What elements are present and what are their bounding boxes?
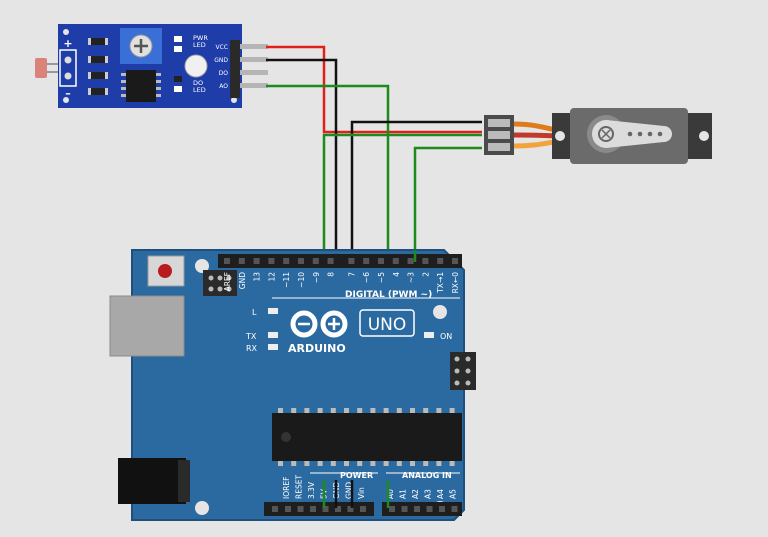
icsp-header-right (450, 352, 476, 390)
digital-pin-label: ~9 (312, 272, 321, 283)
digital-pin-label: 4 (392, 272, 401, 277)
photoresistor[interactable] (35, 58, 47, 78)
power-pin-hole[interactable] (347, 506, 354, 512)
power-pin-hole[interactable] (335, 506, 341, 512)
digital-pin-hole[interactable] (437, 258, 444, 264)
led-on-label: ON (440, 332, 452, 341)
digital-pin-hole[interactable] (363, 258, 370, 264)
power-pin-label: IOREF (282, 477, 291, 499)
sensor-pin-label-vcc: VCC (216, 44, 228, 51)
power-pin-hole[interactable] (322, 506, 329, 512)
digital-header[interactable] (218, 254, 462, 268)
sensor-led-lens (184, 54, 208, 78)
digital-pin-hole[interactable] (312, 258, 319, 264)
digital-pin-label: 12 (267, 272, 276, 282)
analog-pin-hole[interactable] (389, 506, 395, 512)
plus-sign-label: + (63, 37, 72, 50)
digital-pin-hole[interactable] (452, 258, 458, 264)
icsp-header-top (203, 270, 237, 296)
led-tx (268, 332, 278, 338)
digital-pin-hole[interactable] (348, 258, 355, 264)
digital-pin-label: ~10 (297, 272, 306, 288)
power-header[interactable] (264, 502, 374, 516)
power-pin-hole[interactable] (360, 506, 366, 512)
power-pin-hole[interactable] (285, 506, 291, 512)
digital-pin-label: AREF (223, 272, 232, 291)
analog-pin-label: A1 (399, 489, 408, 499)
digital-pin-hole[interactable] (392, 258, 399, 264)
power-pin-label: GND (345, 482, 354, 499)
power-pin-label: RESET (295, 475, 304, 499)
analog-pin-hole[interactable] (439, 506, 445, 512)
do-led (174, 86, 182, 92)
uno-badge (359, 309, 415, 337)
power-pin-hole[interactable] (310, 506, 316, 512)
comparator-chip (126, 70, 156, 102)
digital-pin-label: ~3 (407, 272, 416, 283)
digital-pin-label: RX←0 (451, 272, 460, 294)
arduino-brand: ARDUINO (288, 342, 346, 355)
digital-pin-hole[interactable] (378, 258, 384, 264)
analog-pin-label: A5 (449, 489, 458, 499)
digital-pin-label: 7 (347, 272, 356, 277)
power-pin-label: 3.3V (307, 481, 316, 499)
analog-pin-label: A0 (386, 489, 395, 499)
digital-pin-hole[interactable] (253, 258, 260, 264)
analog-pin-hole[interactable] (426, 506, 433, 512)
sensor-pin-label-ao: AO (219, 83, 228, 90)
minus-sign-label: – (65, 87, 71, 100)
digital-pin-label: 13 (253, 272, 262, 282)
digital-pin-label: ~6 (362, 272, 371, 283)
led-rx-label: RX (246, 344, 258, 353)
digital-label: DIGITAL (PWM ~) (345, 290, 432, 300)
digital-pin-label: TX→1 (436, 272, 445, 294)
pwr-led (174, 36, 182, 42)
analog-pin-label: A4 (436, 489, 445, 499)
analog-header[interactable] (382, 502, 462, 516)
dc-power-jack[interactable] (118, 458, 186, 504)
digital-pin-label: ~5 (377, 272, 386, 283)
analog-pin-hole[interactable] (451, 506, 458, 512)
digital-pin-hole[interactable] (422, 258, 429, 264)
analog-pin-label: A2 (411, 489, 420, 499)
digital-pin-hole[interactable] (224, 258, 230, 264)
digital-pin-label: 8 (327, 272, 336, 277)
wire-vcc-red[interactable] (266, 45, 482, 134)
servo-motor[interactable] (484, 108, 712, 164)
power-pin-hole[interactable] (297, 506, 304, 512)
wire-servo-signal-green[interactable] (413, 146, 482, 256)
analog-pin-label: A3 (424, 489, 433, 499)
analog-pin-hole[interactable] (401, 506, 408, 512)
digital-pin-label: ~11 (282, 272, 291, 288)
digital-pin-hole[interactable] (268, 258, 275, 264)
arduino-uno-board[interactable]: AREF GND 13 12 ~11 ~10 ~9 8 7 ~6 ~5 4 ~3 2 TX→1 RX←0 DI… (109, 249, 476, 521)
analog-pin-hole[interactable] (414, 506, 420, 512)
analog-label: ANALOG IN (402, 471, 452, 480)
power-pin-label: Vin (357, 487, 366, 499)
digital-pin-hole[interactable] (327, 258, 334, 264)
digital-pin-label: 2 (421, 272, 430, 277)
led-tx-label: TX (245, 332, 257, 341)
digital-pin-hole[interactable] (238, 258, 245, 264)
sensor-pin-label-do: DO (219, 70, 229, 77)
digital-pin-hole[interactable] (298, 258, 304, 264)
digital-pin-hole[interactable] (407, 258, 414, 264)
digital-pin-hole[interactable] (283, 258, 290, 264)
led-l-label: L (252, 308, 257, 317)
power-label: POWER (340, 471, 373, 480)
led-rx (268, 344, 278, 350)
usb-port[interactable] (109, 295, 185, 357)
led-on (424, 332, 434, 338)
arduino-logo-icon (290, 310, 348, 338)
uno-model: UNO (368, 315, 407, 335)
digital-pin-label: GND (238, 272, 247, 289)
led-l (268, 308, 278, 314)
sensor-pin-label-gnd: GND (214, 57, 228, 64)
atmega-chip (272, 408, 462, 466)
sensor-pin-header[interactable] (240, 44, 268, 88)
